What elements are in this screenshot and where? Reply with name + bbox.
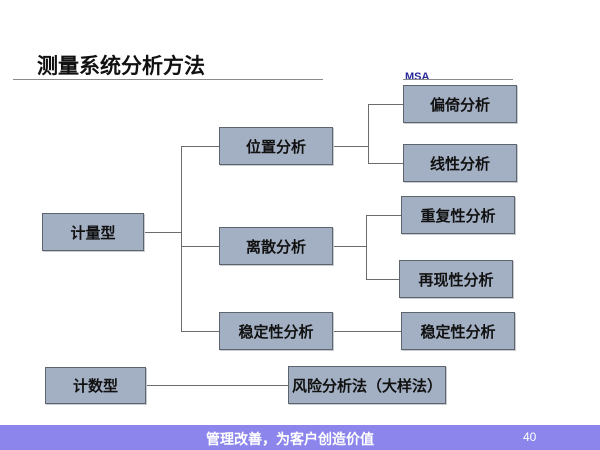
footer-slogan: 管理改善，为客户创造价值 [206, 432, 374, 448]
node-linearity-analysis: 线性分析 [403, 144, 517, 182]
title-rule-left [13, 79, 323, 80]
connector [181, 331, 219, 332]
title-rule-right [403, 79, 513, 80]
connector [366, 215, 401, 216]
connector [181, 146, 219, 147]
node-reproducibility-analysis: 再现性分析 [399, 260, 513, 298]
connector [368, 104, 403, 105]
connector [366, 215, 367, 280]
node-attribute: 计数型 [45, 367, 146, 404]
page-number: 40 [523, 430, 537, 444]
connector [181, 146, 182, 332]
connector [368, 163, 403, 164]
node-stability-analysis-detail: 稳定性分析 [401, 312, 515, 350]
connector [144, 232, 181, 233]
node-risk-analysis: 风险分析法（大样法） [288, 366, 446, 404]
connector [366, 279, 399, 280]
node-stability-analysis: 稳定性分析 [219, 312, 333, 350]
connector [146, 385, 288, 386]
connector [181, 246, 219, 247]
node-location-analysis: 位置分析 [219, 127, 333, 165]
connector [333, 246, 366, 247]
node-dispersion-analysis: 离散分析 [219, 227, 333, 265]
connector [333, 331, 401, 332]
msa-tag: MSA [405, 71, 430, 83]
connector [333, 146, 368, 147]
node-continuous: 计量型 [42, 213, 144, 251]
page-title: 测量系统分析方法 [37, 54, 205, 78]
node-repeatability-analysis: 重复性分析 [401, 196, 515, 234]
node-bias-analysis: 偏倚分析 [403, 85, 517, 123]
connector [368, 104, 369, 164]
footer-bar: 管理改善，为客户创造价值 40 [0, 425, 600, 450]
